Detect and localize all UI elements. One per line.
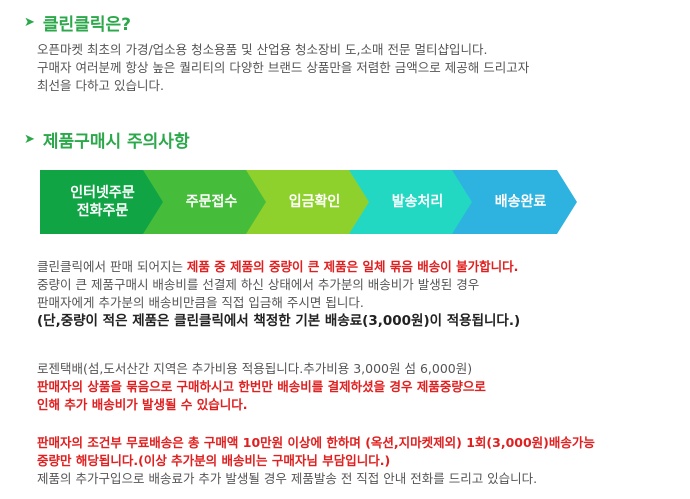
- notice-line-base-fee: (단,중량이 적은 제품은 클린클릭에서 책정한 기본 배송료(3,000원)이…: [37, 313, 521, 329]
- notice-free-shipping: 판매자의 조건부 무료배송은 총 구매액 10만원 이상에 한하며 (옥션,지마…: [37, 434, 595, 488]
- about-line: 구매자 여러분께 항상 높은 퀄리티의 다양한 브랜드 상품만을 저렴한 금액으…: [37, 60, 530, 75]
- notice-text: 클린클릭에서 판매 되어지는: [37, 259, 187, 274]
- notice-warning: 판매자의 상품을 묶음으로 구매하시고 한번만 배송비를 결제하셨을 경우 제품…: [37, 379, 486, 394]
- step-shape: [143, 170, 268, 234]
- step-payment: 입금확인: [246, 170, 371, 234]
- section-title-notice: ➤ 제품구매시 주의사항: [24, 127, 190, 152]
- step-shape: [40, 170, 165, 234]
- notice-line: 제품의 추가구입으로 배송료가 추가 발생될 경우 제품발송 전 직접 안내 전…: [37, 471, 538, 486]
- step-label: 주문접수: [185, 194, 238, 210]
- step-label: 전화주문: [76, 203, 129, 219]
- notice-warning: 제품 중 제품의 중량이 큰 제품은 일체 묶음 배송이 불가합니다.: [186, 259, 519, 274]
- step-shape: [452, 170, 577, 234]
- step-label: 인터넷주문: [70, 185, 135, 201]
- notice-warning: 판매자의 조건부 무료배송은 총 구매액 10만원 이상에 한하며 (옥션,지마…: [37, 435, 595, 450]
- triangle-arrow-icon: ➤: [24, 132, 35, 147]
- section-title-text: 제품구매시 주의사항: [42, 132, 190, 152]
- about-paragraph: 오픈마켓 최초의 가경/업소용 청소용품 및 산업용 청소장비 도,소매 전문 …: [37, 41, 529, 95]
- step-label: 입금확인: [288, 194, 341, 210]
- step-label: 배송완료: [494, 194, 547, 210]
- notice-line: 중량이 큰 제품구매시 배송비를 선결제 하신 상태에서 추가분의 배송비가 발…: [37, 277, 480, 292]
- step-shipping: 발송처리: [349, 170, 474, 234]
- triangle-arrow-icon: ➤: [24, 15, 35, 30]
- step-label: 발송처리: [391, 194, 444, 210]
- step-received: 주문접수: [143, 170, 268, 234]
- step-shape: [349, 170, 474, 234]
- notice-line: 클린클릭에서 판매 되어지는 제품 중 제품의 중량이 큰 제품은 일체 묶음 …: [37, 258, 520, 276]
- step-delivered: 배송완료: [452, 170, 577, 234]
- notice-line: 로젠택배(섬,도서산간 지역은 추가비용 적용됩니다.추가비용 3,000원 섬…: [37, 361, 473, 376]
- about-line: 오픈마켓 최초의 가경/업소용 청소용품 및 산업용 청소장비 도,소매 전문 …: [37, 42, 488, 57]
- notice-bundle-shipping: 클린클릭에서 판매 되어지는 제품 중 제품의 중량이 큰 제품은 일체 묶음 …: [37, 258, 520, 330]
- notice-courier: 로젠택배(섬,도서산간 지역은 추가비용 적용됩니다.추가비용 3,000원 섬…: [37, 360, 486, 414]
- step-shape: [246, 170, 371, 234]
- notice-line: 판매자에게 추가분의 배송비만큼을 직접 입금해 주시면 됩니다.: [37, 295, 364, 310]
- notice-warning: 인해 추가 배송비가 발생될 수 있습니다.: [37, 397, 248, 412]
- section-title-text: 클린클릭은?: [42, 15, 131, 35]
- notice-warning: 중량만 해당됩니다.(이상 추가분의 배송비는 구매자님 부담입니다.): [37, 453, 391, 468]
- about-line: 최선을 다하고 있습니다.: [37, 78, 164, 93]
- section-title-about: ➤ 클린클릭은?: [24, 10, 131, 35]
